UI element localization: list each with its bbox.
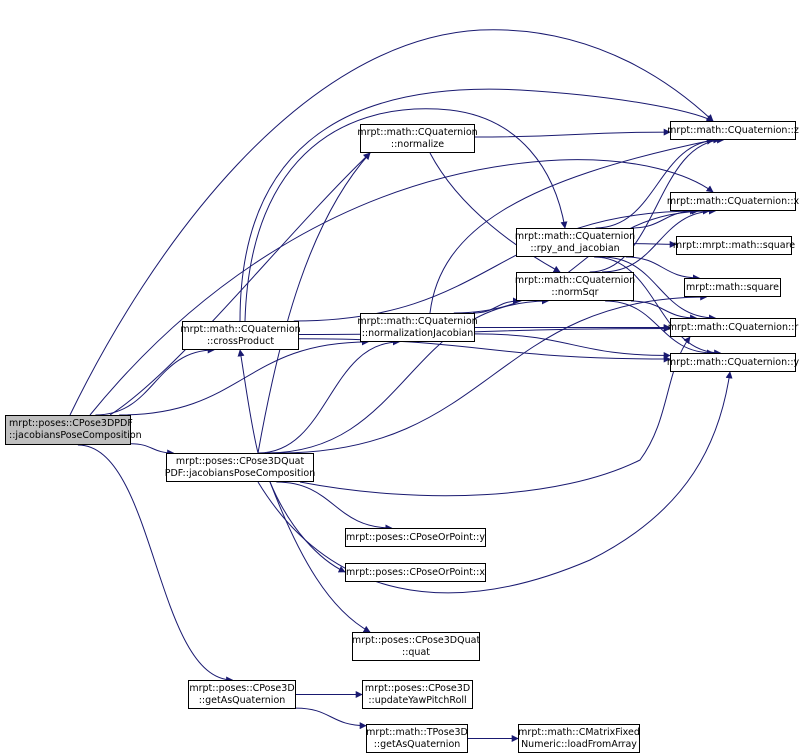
node-label: mrpt::math::CQuaternion::y (666, 356, 800, 368)
node-label: ::rpy_and_jacobian (530, 242, 620, 254)
node-cpose3d-getasquaternion[interactable]: mrpt::poses::CPose3D ::getAsQuaternion (188, 680, 296, 709)
node-label: mrpt::poses::CPose3DQuat (351, 634, 481, 646)
node-label: ::jacobiansPoseComposition (9, 430, 142, 441)
node-cposeorpoint-y[interactable]: mrpt::poses::CPoseOrPoint::y (345, 528, 486, 547)
node-label: mrpt::poses::CPose3DPDF (9, 418, 133, 429)
node-label: mrpt::poses::CPose3D (189, 682, 295, 694)
node-cquaternion-normsqr[interactable]: mrpt::math::CQuaternion ::normSqr (514, 272, 636, 301)
node-label: ::normalize (390, 138, 445, 150)
edge-rpy-to-qr (601, 256, 717, 322)
node-cquaternion-r[interactable]: mrpt::math::CQuaternion::r (667, 318, 799, 337)
edge-quatpdf-to-normjac (258, 338, 400, 454)
edge-normsqr-to-qz (589, 136, 725, 273)
edge-quatpdf-to-quat (269, 481, 371, 633)
edge-normalize-to-qz (474, 128, 671, 138)
edge-root-to-getasq (77, 444, 234, 684)
node-label: Numeric::loadFromArray (521, 738, 637, 750)
edge-root-to-quatpdf (130, 443, 175, 457)
node-label: mrpt::poses::CPose3D (364, 682, 471, 694)
edge-quatpdf-to-normsqr (266, 297, 549, 454)
node-label: mrpt::math::CQuaternion (357, 315, 478, 327)
node-label: ::getAsQuaternion (373, 738, 461, 750)
node-cquaternion-normalize[interactable]: mrpt::math::CQuaternion ::normalize (357, 124, 478, 153)
node-label: mrpt::mrpt::math::square (672, 239, 796, 251)
node-mrpt-math-square-1[interactable]: mrpt::mrpt::math::square (672, 236, 796, 255)
edge-root-to-qx (89, 159, 714, 416)
edge-root-to-normjac (119, 338, 369, 416)
edge-normjac-to-qz (429, 137, 714, 314)
edge-root-to-qz (69, 29, 714, 416)
edge-normjac-to-qx (453, 207, 710, 314)
node-label: ::updateYawPitchRoll (368, 694, 467, 706)
edge-quatpdf-to-sq2 (279, 293, 708, 454)
node-label: PDF::jacobiansPoseComposition (164, 467, 316, 479)
node-cpose3dquatpdf-jacobians[interactable]: mrpt::poses::CPose3DQuat PDF::jacobiansP… (164, 453, 316, 482)
node-label: mrpt::math::CQuaternion::x (666, 195, 800, 207)
edge-quatpdf-to-qy (257, 371, 733, 594)
edge-rpy-to-qy (594, 256, 722, 357)
edge-rpy-to-sq2 (625, 256, 700, 282)
node-label: mrpt::math::CQuaternion::r (667, 321, 799, 333)
node-cposeorpoint-x[interactable]: mrpt::poses::CPoseOrPoint::x (345, 563, 486, 582)
node-label: mrpt::poses::CPoseOrPoint::y (346, 531, 485, 543)
node-label: mrpt::math::TPose3D (366, 726, 468, 738)
edge-cross-to-rpy (244, 108, 568, 322)
edge-root-to-cross (95, 346, 215, 416)
node-label: ::quat (402, 646, 430, 658)
node-cquaternion-crossproduct[interactable]: mrpt::math::CQuaternion ::crossProduct (180, 321, 301, 350)
node-label: ::normSqr (551, 286, 599, 298)
node-label: mrpt::math::CQuaternion::z (667, 124, 799, 136)
edge-getasq-to-tpose (295, 707, 367, 730)
node-label: mrpt::math::CQuaternion (180, 323, 301, 335)
edge-cross-to-qz (239, 88, 714, 322)
edge-normsqr-to-qx (601, 207, 717, 273)
node-cpose3dquat-quat[interactable]: mrpt::poses::CPose3DQuat ::quat (352, 632, 480, 661)
node-cpose3dpdf-jacobians[interactable]: mrpt::poses::CPose3DPDF ::jacobiansPoseC… (5, 415, 142, 445)
node-cquaternion-normalizationjacobian[interactable]: mrpt::math::CQuaternion ::normalizationJ… (357, 313, 478, 342)
node-label: mrpt::math::CMatrixFixed (518, 726, 640, 738)
edge-normsqr-to-qr (630, 300, 698, 322)
node-cquaternion-z[interactable]: mrpt::math::CQuaternion::z (667, 121, 799, 140)
node-label: ::normalizationJacobian (361, 327, 474, 339)
edge-quatpdf-to-cross (237, 349, 259, 454)
edge-normalize-to-normsqr (429, 152, 561, 273)
edge-normjac-to-normsqr (473, 297, 520, 314)
edge-root-to-normalize (109, 152, 371, 416)
edge-normjac-to-qy (474, 333, 671, 360)
edge-rpy-to-sq1 (633, 240, 677, 248)
node-tpose3d-getasquaternion[interactable]: mrpt::math::TPose3D ::getAsQuaternion (366, 724, 468, 753)
node-cquaternion-rpy-and-jacobian[interactable]: mrpt::math::CQuaternion ::rpy_and_jacobi… (514, 228, 636, 257)
node-label: mrpt::math::CQuaternion (514, 274, 636, 286)
node-label: mrpt::poses::CPose3DQuat (175, 455, 305, 467)
node-cmatrixfixed-loadfromarray[interactable]: mrpt::math::CMatrixFixed Numeric::loadFr… (518, 724, 640, 753)
node-label: mrpt::math::CQuaternion (357, 126, 478, 138)
node-mrpt-math-square-2[interactable]: mrpt::math::square (684, 278, 781, 297)
edge-rpy-to-qz (595, 136, 721, 229)
edge-quatpdf-to-por_y (276, 481, 393, 532)
node-label: mrpt::math::square (686, 281, 779, 293)
edge-normsqr-to-qy (605, 300, 714, 357)
node-label: ::crossProduct (206, 335, 275, 347)
node-label: mrpt::poses::CPoseOrPoint::x (346, 566, 485, 578)
node-label: ::getAsQuaternion (198, 694, 286, 706)
node-label: mrpt::math::CQuaternion (514, 230, 636, 242)
node-cpose3d-updateyawpitchroll[interactable]: mrpt::poses::CPose3D ::updateYawPitchRol… (362, 680, 473, 709)
edge-rpy-to-qx (630, 207, 698, 229)
edge-quatpdf-to-qr (299, 336, 691, 497)
edge-quatpdf-to-por_x (269, 481, 346, 573)
node-cquaternion-x[interactable]: mrpt::math::CQuaternion::x (666, 192, 800, 211)
edge-cross-to-qy (298, 338, 671, 363)
edge-quatpdf-to-normalize (257, 152, 371, 454)
node-cquaternion-y[interactable]: mrpt::math::CQuaternion::y (666, 353, 800, 372)
